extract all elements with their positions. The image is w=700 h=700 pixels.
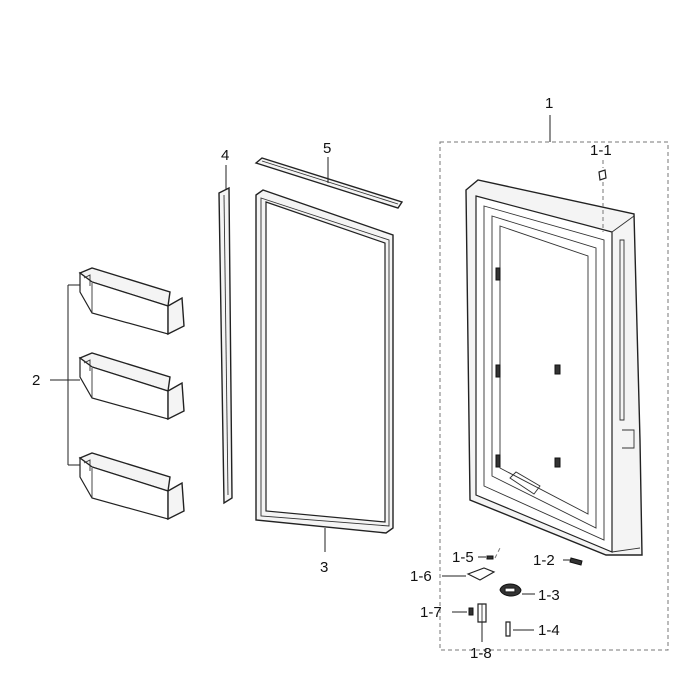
label-3: 3 <box>320 559 328 576</box>
part-1-3-cam <box>499 583 535 597</box>
label-2: 2 <box>32 372 40 389</box>
label-1: 1 <box>545 95 553 112</box>
part-1-2-screw <box>563 557 583 566</box>
label-1-1: 1-1 <box>590 142 612 159</box>
part-1-1-cap <box>598 160 607 232</box>
label-1-7: 1-7 <box>420 604 442 621</box>
door-shelf-bin <box>78 352 185 421</box>
part-1-5-pin <box>478 547 501 560</box>
door-trim-strip <box>218 165 233 505</box>
door-top-cap <box>254 157 404 209</box>
leader-line-2 <box>50 284 80 466</box>
door-shelf-bins <box>50 267 185 521</box>
part-1-4-pin <box>505 621 534 637</box>
part-1-8-hinge-pin <box>477 603 487 642</box>
assembly-boundary <box>439 141 669 651</box>
door-shelf-bin <box>78 267 185 336</box>
label-1-8: 1-8 <box>470 645 492 662</box>
label-1-2: 1-2 <box>533 552 555 569</box>
label-1-6: 1-6 <box>410 568 432 585</box>
label-1-3: 1-3 <box>538 587 560 604</box>
part-1-7-screw <box>452 607 474 616</box>
door-gasket <box>255 189 394 552</box>
label-1-4: 1-4 <box>538 622 560 639</box>
label-5: 5 <box>323 140 331 157</box>
door-shelf-bin <box>78 452 185 521</box>
label-4: 4 <box>221 147 229 164</box>
part-1-6-hinge-plate <box>442 567 496 581</box>
door-assembly <box>439 115 669 651</box>
label-1-5: 1-5 <box>452 549 474 566</box>
